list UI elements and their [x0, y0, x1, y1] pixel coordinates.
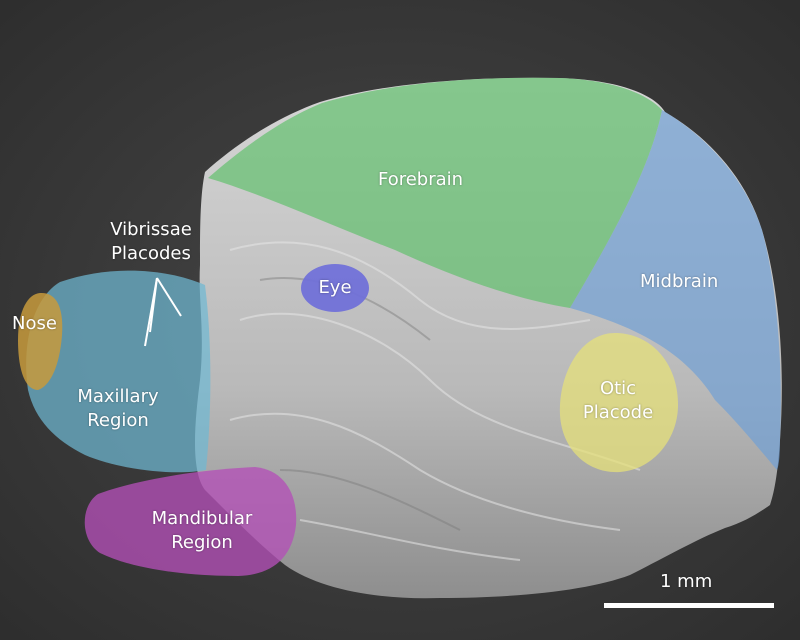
midbrain-region: [570, 110, 781, 470]
otic-placode-label: Otic Placode: [570, 377, 666, 425]
nose-region: [18, 292, 63, 390]
vibrissae-pointer-lines: [144, 277, 182, 347]
vibrissae-placodes-label: Vibrissae Placodes: [96, 218, 206, 266]
tissue-texture: [229, 241, 641, 561]
maxillary-label-line2: Region: [87, 410, 149, 431]
eye-region: [301, 264, 369, 312]
maxillary-region: [26, 270, 211, 473]
nose-label-text: Nose: [12, 313, 57, 334]
otic-placode-region: [559, 333, 678, 473]
mandibular-region: [84, 467, 297, 576]
mandibular-label-line2: Region: [171, 532, 233, 553]
vibrissae-label-line2: Placodes: [111, 243, 191, 264]
forebrain-region: [208, 77, 662, 309]
eye-label-text: Eye: [318, 277, 352, 298]
otic-placode-label-line2: Placode: [582, 402, 654, 423]
vibrissae-label-line1: Vibrissae: [110, 219, 192, 240]
mandibular-region-label: Mandibular Region: [140, 507, 264, 555]
midbrain-label: Midbrain: [640, 270, 718, 294]
scale-bar-label-text: 1 mm: [660, 571, 713, 592]
mandibular-label-line1: Mandibular: [151, 508, 253, 529]
forebrain-label-text: Forebrain: [378, 169, 464, 190]
scale-bar: [604, 603, 774, 608]
scale-bar-label: 1 mm: [660, 570, 712, 594]
maxillary-region-label: Maxillary Region: [64, 385, 172, 433]
forebrain-label: Forebrain: [378, 168, 463, 192]
midbrain-label-text: Midbrain: [640, 271, 719, 292]
nose-label: Nose: [12, 312, 57, 336]
maxillary-label-line1: Maxillary: [77, 386, 159, 407]
otic-placode-label-line1: Otic: [599, 378, 637, 399]
eye-label: Eye: [312, 276, 358, 300]
